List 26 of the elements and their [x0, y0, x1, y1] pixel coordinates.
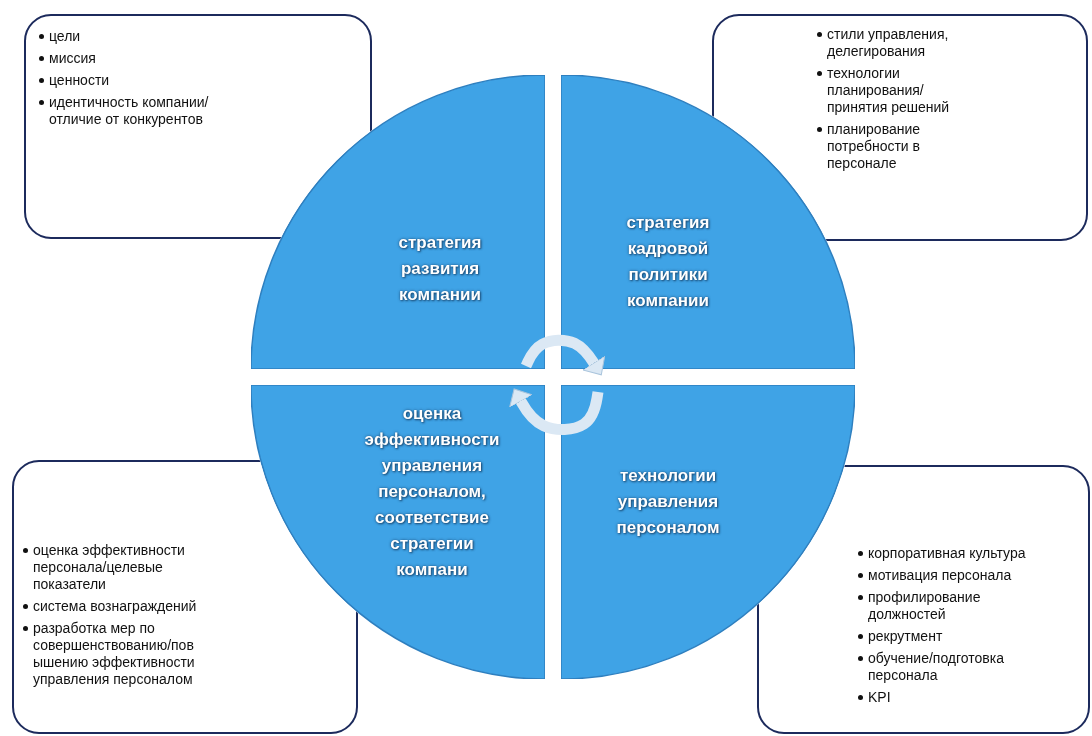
list-item: планирование потребности в персонале [827, 121, 921, 171]
list-item: корпоративная культура [868, 545, 1026, 561]
list-item: система вознаграждений [33, 598, 197, 614]
segment-label: оценка эффективности управления персоналом, соответствие стратегии компани [363, 403, 501, 581]
segment-label: стратегия развития компании [397, 232, 483, 306]
list-item: KPI [868, 689, 891, 705]
cycle-arrow [509, 388, 604, 435]
list-item: цели [49, 28, 81, 44]
list-item: обучение/подготовка персонала [868, 650, 1004, 683]
text-box [24, 14, 372, 239]
list-item: идентичность компании/отличие от конкурентов [49, 94, 209, 127]
text-box [757, 465, 1090, 734]
list-item: разработка мер по совершенствованию/пов ышению эффективности управления персоналом [33, 620, 195, 687]
text-box [712, 14, 1088, 241]
list-item: ценности [49, 72, 110, 88]
list-item: технологии планирования/принятия решений [827, 65, 950, 115]
list-item: оценка эффективности персонала/целевые показатели [33, 542, 185, 592]
list-item: рекрутмент [868, 628, 943, 644]
quadrant-segment [251, 75, 545, 369]
list-item: миссия [49, 50, 96, 66]
list-item: стили управления, делегирования [827, 26, 949, 59]
segment-label: стратегия кадровой политики компании [625, 212, 711, 312]
text-box [12, 460, 358, 734]
segment-label: технологии управления персоналом [615, 465, 721, 539]
list-item: профилирование должностей [868, 589, 981, 622]
list-item: мотивация персонала [868, 567, 1012, 583]
